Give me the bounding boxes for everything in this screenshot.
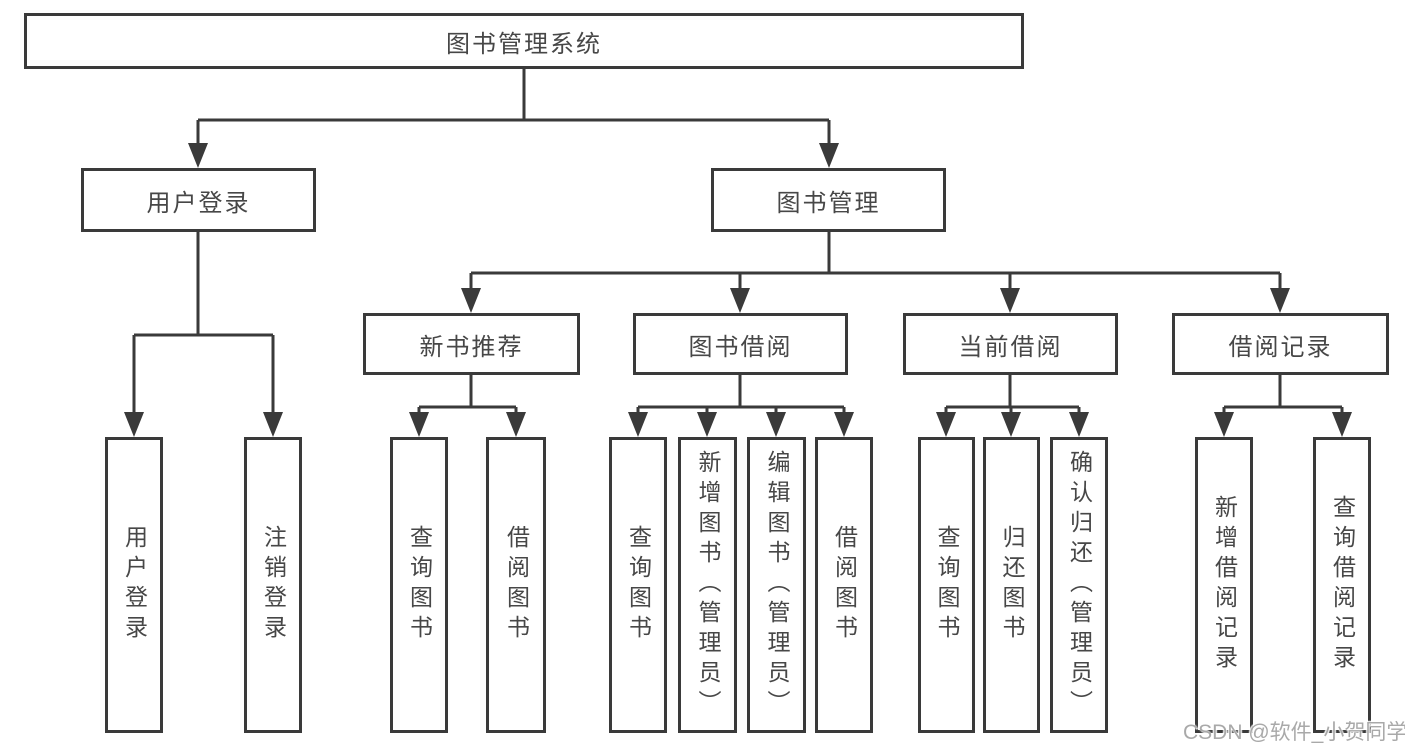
arrow-icon [263,412,283,437]
node-new-book-recommend: 新书推荐 [363,313,580,375]
arrow-icon [124,412,144,437]
connector-user-login-branch [132,232,275,413]
connector-root-branch [196,69,831,144]
leaf-query-books-borrow: 查询图书 [609,437,667,733]
node-borrow-records: 借阅记录 [1172,313,1389,375]
node-current-borrow: 当前借阅 [903,313,1118,375]
leaf-query-books-current: 查询图书 [918,437,975,733]
leaf-borrow-books-newbook: 借阅图书 [486,437,546,733]
leaf-label: 编辑图书（管理员） [764,450,790,720]
arrow-icon [1001,412,1021,437]
arrow-icon [188,143,208,168]
leaf-label: 查询图书 [406,525,433,645]
arrow-icon [1069,412,1089,437]
arrow-icon [834,412,854,437]
leaf-return-book: 归还图书 [983,437,1040,733]
leaf-user-login: 用户登录 [105,437,163,733]
arrow-icon [766,412,786,437]
arrow-icon [697,412,717,437]
leaf-label: 借阅图书 [831,525,858,645]
leaf-label: 查询借阅记录 [1329,495,1356,675]
node-book-borrow: 图书借阅 [633,313,848,375]
leaf-add-book-admin: 新增图书（管理员） [678,437,737,733]
connector-current-borrow-branch [944,375,1081,413]
leaf-label: 归还图书 [999,525,1025,645]
leaf-edit-book-admin: 编辑图书（管理员） [747,437,806,733]
connector-borrow-records-branch [1222,375,1344,413]
arrow-icon [819,143,839,168]
leaf-label: 借阅图书 [503,525,530,645]
leaf-add-borrow-record: 新增借阅记录 [1195,437,1253,733]
leaf-logout: 注销登录 [244,437,302,733]
arrow-icon [1332,412,1352,437]
csdn-watermark: CSDN @软件_小贺同学 [1183,721,1405,744]
leaf-borrow-books-borrow: 借阅图书 [815,437,873,733]
arrow-icon [1270,288,1290,313]
leaf-label: 查询图书 [625,525,652,645]
arrow-icon [506,412,526,437]
node-book-management: 图书管理 [711,168,946,232]
leaf-label: 查询图书 [934,525,960,645]
arrow-icon [936,412,956,437]
leaf-query-borrow-record: 查询借阅记录 [1313,437,1371,733]
node-root: 图书管理系统 [24,13,1024,69]
arrow-icon [409,412,429,437]
leaf-label: 确认归还（管理员） [1066,450,1093,720]
leaf-label: 用户登录 [121,525,148,645]
connector-book-management-branch [469,232,1282,289]
arrow-icon [461,288,481,313]
leaf-label: 新增借阅记录 [1211,495,1238,675]
arrow-icon [1214,412,1234,437]
node-user-login: 用户登录 [81,168,316,232]
arrow-icon [628,412,648,437]
connector-new-book-branch [417,375,518,413]
arrow-icon [730,288,750,313]
leaf-label: 新增图书（管理员） [695,450,721,720]
arrow-icon [1000,288,1020,313]
leaf-label: 注销登录 [260,525,287,645]
connector-book-borrow-branch [636,375,846,413]
leaf-confirm-return-admin: 确认归还（管理员） [1050,437,1108,733]
leaf-query-books-newbook: 查询图书 [390,437,448,733]
